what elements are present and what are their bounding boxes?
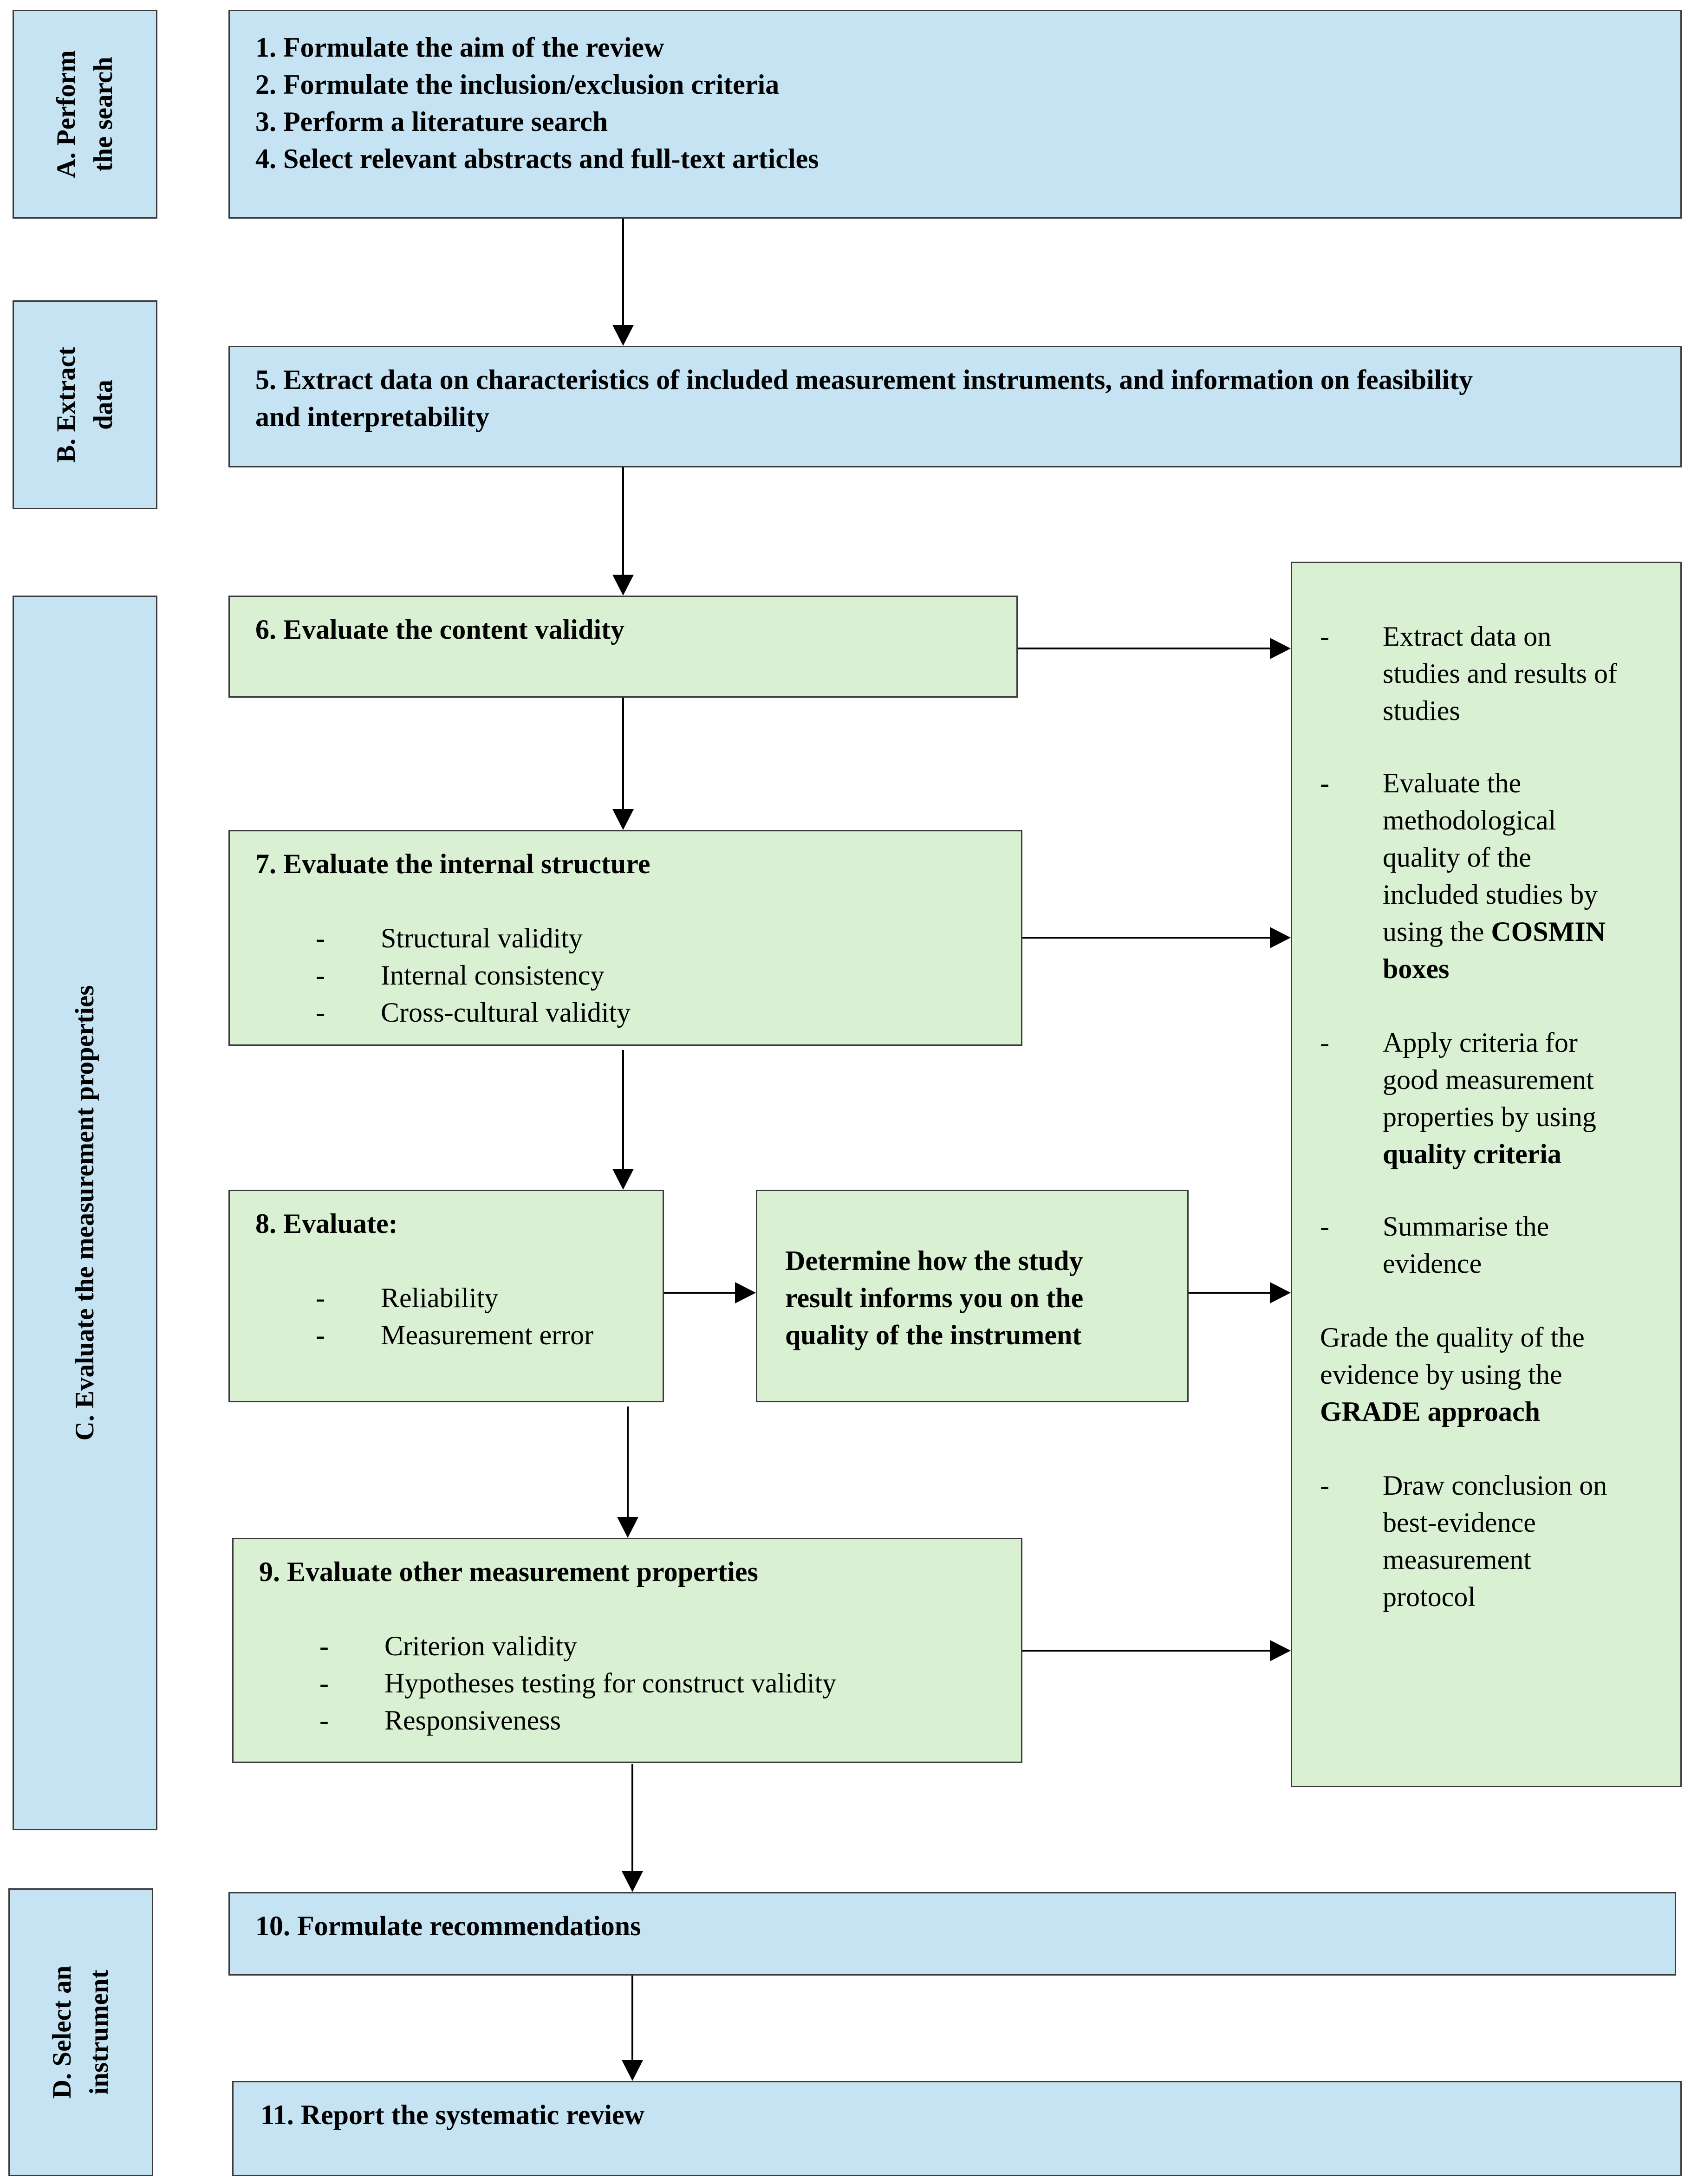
determine-box: Determine how the study result informs y… xyxy=(756,1190,1189,1402)
panel-grade: Grade the quality of the evidence by usi… xyxy=(1292,1319,1680,1430)
panel-summarise-l2: evidence xyxy=(1383,1248,1482,1279)
panel-conclusion-l1: Draw conclusion on xyxy=(1383,1470,1607,1501)
panel-conclusion-l2: best-evidence xyxy=(1383,1507,1536,1538)
list-item: -Measurement error xyxy=(316,1320,594,1350)
arrow-8-to-9 xyxy=(617,1406,638,1538)
grade-approach-label: GRADE approach xyxy=(1320,1396,1540,1427)
step-2: 2. Formulate the inclusion/exclusion cri… xyxy=(255,69,780,100)
panel-conclusion: -Draw conclusion on best-evidence measur… xyxy=(1292,1467,1680,1615)
panel-meth-l1: Evaluate the xyxy=(1383,768,1522,798)
recommendations-box: 10. Formulate recommendations xyxy=(228,1892,1676,1976)
panel-meth-l2: methodological xyxy=(1383,805,1556,836)
cosmin-label: COSMIN xyxy=(1491,916,1606,947)
panel-extract-l1: Extract data on xyxy=(1383,621,1552,652)
measurement-error: Measurement error xyxy=(381,1320,594,1350)
arrow-6-to-panel xyxy=(1018,638,1291,659)
boxes-label: boxes xyxy=(1383,953,1450,984)
list-item: -Hypotheses testing for construct validi… xyxy=(319,1668,837,1698)
arrow-7-to-8 xyxy=(612,1050,634,1190)
panel-extract-l3: studies xyxy=(1383,695,1460,726)
panel-summarise: -Summarise the evidence xyxy=(1292,1208,1680,1282)
search-steps-box: 1. Formulate the aim of the review 2. Fo… xyxy=(228,10,1682,219)
arrow-8-to-determine xyxy=(664,1282,756,1303)
determine-line2: result informs you on the xyxy=(785,1283,1084,1313)
determine-line3: quality of the instrument xyxy=(785,1320,1082,1350)
panel-criteria-l3: properties by using xyxy=(1383,1102,1596,1132)
arrow-9-to-panel xyxy=(1022,1640,1291,1661)
panel-grade-l2: evidence by using the xyxy=(1320,1359,1562,1390)
panel-meth-l5: using the xyxy=(1383,916,1491,947)
step-1: 1. Formulate the aim of the review xyxy=(255,32,664,63)
step-3: 3. Perform a literature search xyxy=(255,106,608,137)
structural-validity: Structural validity xyxy=(381,923,583,953)
list-item: -Cross-cultural validity xyxy=(316,997,631,1028)
step-5-line2: and interpretability xyxy=(255,402,489,432)
step-9-title: 9. Evaluate other measurement properties xyxy=(259,1556,758,1587)
arrow-7-to-panel xyxy=(1022,927,1291,948)
step-10-title: 10. Formulate recommendations xyxy=(255,1911,641,1941)
evidence-panel: -Extract data on studies and results of … xyxy=(1291,562,1682,1787)
other-properties-box: 9. Evaluate other measurement properties… xyxy=(232,1538,1022,1763)
cross-cultural-validity: Cross-cultural validity xyxy=(381,997,631,1028)
step-4: 4. Select relevant abstracts and full-te… xyxy=(255,143,819,174)
list-item: -Structural validity xyxy=(316,923,583,953)
phase-d-label: D. Select an instrument xyxy=(8,1888,153,2176)
arrow-1-to-5 xyxy=(612,219,634,346)
arrow-6-to-7 xyxy=(612,698,634,830)
arrow-10-to-11 xyxy=(622,1976,643,2081)
list-item: -Responsiveness xyxy=(319,1705,561,1736)
reliability: Reliability xyxy=(381,1283,499,1313)
panel-extract-l2: studies and results of xyxy=(1383,658,1617,689)
extract-data-box: 5. Extract data on characteristics of in… xyxy=(228,346,1682,467)
list-item: -Reliability xyxy=(316,1283,499,1313)
list-item: -Internal consistency xyxy=(316,960,605,991)
quality-criteria-label: quality criteria xyxy=(1383,1139,1561,1169)
panel-meth-l3: quality of the xyxy=(1383,842,1531,873)
arrow-5-to-6 xyxy=(612,467,634,596)
panel-meth-l4: included studies by xyxy=(1383,879,1598,910)
hypotheses-testing: Hypotheses testing for construct validit… xyxy=(384,1668,837,1698)
determine-line1: Determine how the study xyxy=(785,1245,1083,1276)
evaluate-8-box: 8. Evaluate: -Reliability -Measurement e… xyxy=(228,1190,664,1402)
arrow-determine-to-panel xyxy=(1189,1282,1291,1303)
report-box: 11. Report the systematic review xyxy=(232,2081,1682,2176)
internal-consistency: Internal consistency xyxy=(381,960,605,991)
step-5-line1: 5. Extract data on characteristics of in… xyxy=(255,364,1473,395)
step-7-title: 7. Evaluate the internal structure xyxy=(255,849,650,879)
panel-conclusion-l3: measurement xyxy=(1383,1544,1531,1575)
step-11-title: 11. Report the systematic review xyxy=(260,2100,644,2130)
phase-c-label: C. Evaluate the measurement properties xyxy=(13,596,157,1830)
panel-methodological: -Evaluate the methodological quality of … xyxy=(1292,765,1680,987)
phase-a-label: A. Perform the search xyxy=(13,10,157,219)
internal-structure-box: 7. Evaluate the internal structure -Stru… xyxy=(228,830,1022,1046)
panel-criteria: -Apply criteria for good measurement pro… xyxy=(1292,1024,1680,1173)
list-item: -Criterion validity xyxy=(319,1631,577,1661)
step-8-title: 8. Evaluate: xyxy=(255,1208,398,1239)
step-6-title: 6. Evaluate the content validity xyxy=(255,614,624,645)
panel-criteria-l2: good measurement xyxy=(1383,1064,1594,1095)
panel-conclusion-l4: protocol xyxy=(1383,1581,1476,1612)
panel-extract: -Extract data on studies and results of … xyxy=(1292,618,1680,729)
arrow-9-to-10 xyxy=(622,1764,643,1892)
responsiveness: Responsiveness xyxy=(384,1705,561,1736)
panel-criteria-l1: Apply criteria for xyxy=(1383,1027,1578,1058)
criterion-validity: Criterion validity xyxy=(384,1631,577,1661)
phase-b-label: B. Extract data xyxy=(13,300,157,509)
content-validity-box: 6. Evaluate the content validity xyxy=(228,596,1018,698)
panel-grade-l1: Grade the quality of the xyxy=(1320,1322,1585,1353)
panel-summarise-l1: Summarise the xyxy=(1383,1211,1549,1242)
